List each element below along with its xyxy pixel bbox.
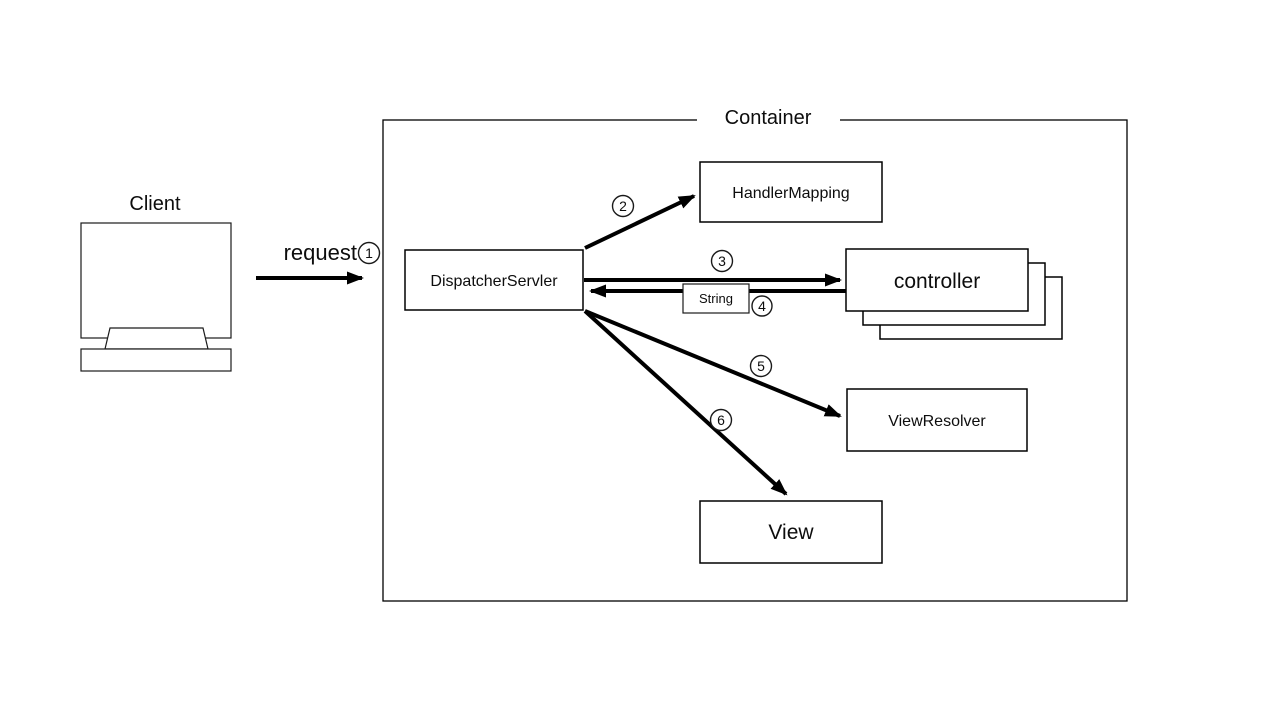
client-monitor-icon <box>80 222 232 339</box>
step-3-badge: 3 <box>718 253 726 269</box>
flow-arrows-group <box>583 194 846 496</box>
request-label: request <box>284 240 357 265</box>
client-label: Client <box>129 193 181 215</box>
step-3-badge-circle <box>710 249 734 273</box>
step-6-badge-circle <box>709 408 733 432</box>
arrow-step-2 <box>584 194 696 250</box>
step-4-badge-circle <box>751 295 773 317</box>
view-resolver-label: ViewResolver <box>888 413 986 430</box>
controller-label: controller <box>894 270 980 293</box>
step-6-badge: 6 <box>717 412 725 428</box>
step-badges-group: 2 3 4 5 6 <box>611 194 773 432</box>
string-box <box>682 283 750 314</box>
step-5-badge: 5 <box>757 358 765 374</box>
controller-node: controller <box>845 248 1063 340</box>
string-label: String <box>699 291 733 306</box>
client-group: Client <box>80 193 232 372</box>
step-1-badge: 1 <box>365 245 373 261</box>
handler-mapping-box <box>699 161 883 223</box>
request-arrow-group: request 1 <box>256 240 381 285</box>
dispatcher-servlet-node: DispatcherServler <box>404 249 584 311</box>
handler-mapping-node: HandlerMapping <box>699 161 883 223</box>
step-4-badge: 4 <box>758 298 766 314</box>
container-label-mask <box>697 102 840 133</box>
view-label: View <box>768 521 814 544</box>
dispatcher-servlet-label: DispatcherServler <box>430 273 558 290</box>
step-1-badge-circle <box>357 241 381 265</box>
client-monitor-base-icon <box>80 348 232 372</box>
view-resolver-node: ViewResolver <box>846 388 1028 452</box>
string-node: String <box>682 283 750 314</box>
handler-mapping-label: HandlerMapping <box>732 185 849 202</box>
view-box <box>699 500 883 564</box>
arrow-step-5 <box>584 309 842 418</box>
client-monitor-stand-icon <box>104 327 209 350</box>
step-5-badge-circle <box>749 354 773 378</box>
arrow-step-6 <box>583 309 788 496</box>
view-node: View <box>699 500 883 564</box>
step-2-badge: 2 <box>619 198 627 214</box>
view-resolver-box <box>846 388 1028 452</box>
dispatcher-servlet-box <box>404 249 584 311</box>
container-group: Container <box>382 102 1128 602</box>
container-label: Container <box>725 107 812 129</box>
step-2-badge-circle <box>611 194 635 218</box>
controller-box <box>845 248 1029 312</box>
